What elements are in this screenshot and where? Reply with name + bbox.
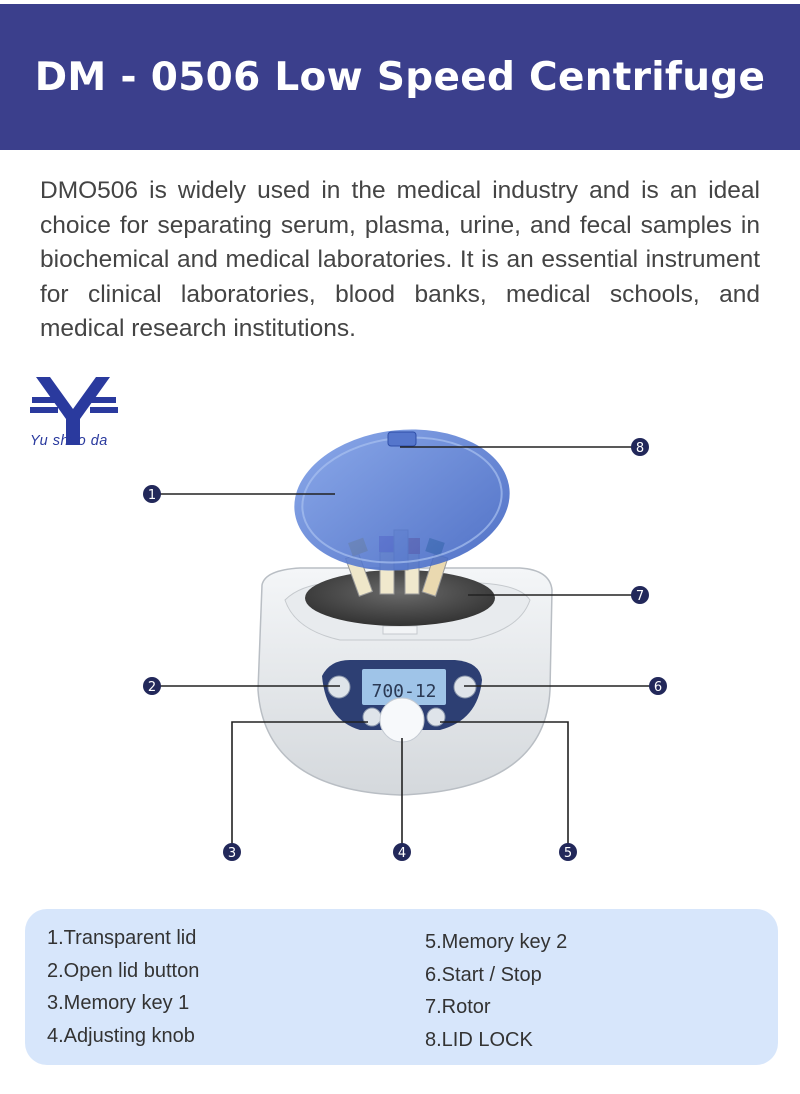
svg-text:8: 8 xyxy=(636,441,644,456)
svg-text:7: 7 xyxy=(636,589,644,604)
svg-text:2: 2 xyxy=(148,680,156,695)
callout-7: 7 xyxy=(631,586,649,604)
callout-4: 4 xyxy=(393,843,411,861)
control-panel xyxy=(322,660,482,743)
svg-text:4: 4 xyxy=(398,846,406,861)
legend-item: 8.LID LOCK xyxy=(425,1028,533,1051)
page-title: DM - 0506 Low Speed Centrifuge xyxy=(34,54,766,100)
legend-item: 3.Memory key 1 xyxy=(47,992,190,1014)
centrifuge-illustration: 700-12 1 2 3 4 5 6 7 8 xyxy=(143,429,667,861)
legend-item: 6.Start / Stop xyxy=(425,963,542,986)
legend-item: 5.Memory key 2 xyxy=(425,931,568,953)
legend-item: 1.Transparent lid xyxy=(47,927,197,949)
callout-1: 1 xyxy=(143,485,161,503)
brand-name: Yu shuo da xyxy=(30,433,108,449)
svg-text:5: 5 xyxy=(564,846,572,861)
intro-paragraph: DMO506 is widely used in the medical ind… xyxy=(40,177,760,342)
svg-text:1: 1 xyxy=(148,488,156,503)
callout-2: 2 xyxy=(143,677,161,695)
transparent-lid xyxy=(294,429,510,571)
callout-5: 5 xyxy=(559,843,577,861)
legend-column-left: 1.Transparent lid 2.Open lid button 3.Me… xyxy=(47,922,199,1052)
legend-item: 7.Rotor xyxy=(425,996,491,1018)
page-header: DM - 0506 Low Speed Centrifuge xyxy=(0,4,800,150)
brand-logo-icon xyxy=(30,377,118,445)
callout-3: 3 xyxy=(223,843,241,861)
callout-markers: 1 2 3 4 5 6 7 8 xyxy=(143,438,667,861)
legend-item: 4.Adjusting knob xyxy=(47,1024,195,1047)
svg-text:6: 6 xyxy=(654,680,662,695)
callout-6: 6 xyxy=(649,677,667,695)
legend-item: 2.Open lid button xyxy=(47,959,200,982)
parts-legend: 1.Transparent lid 2.Open lid button 3.Me… xyxy=(25,909,778,1065)
svg-text:3: 3 xyxy=(228,846,236,861)
callout-8: 8 xyxy=(631,438,649,456)
callout-leader-lines xyxy=(152,446,658,850)
display-readout: 700-12 xyxy=(371,681,436,702)
rotor xyxy=(305,570,495,626)
legend-column-right: 5.Memory key 2 6.Start / Stop 7.Rotor 8.… xyxy=(425,926,567,1056)
